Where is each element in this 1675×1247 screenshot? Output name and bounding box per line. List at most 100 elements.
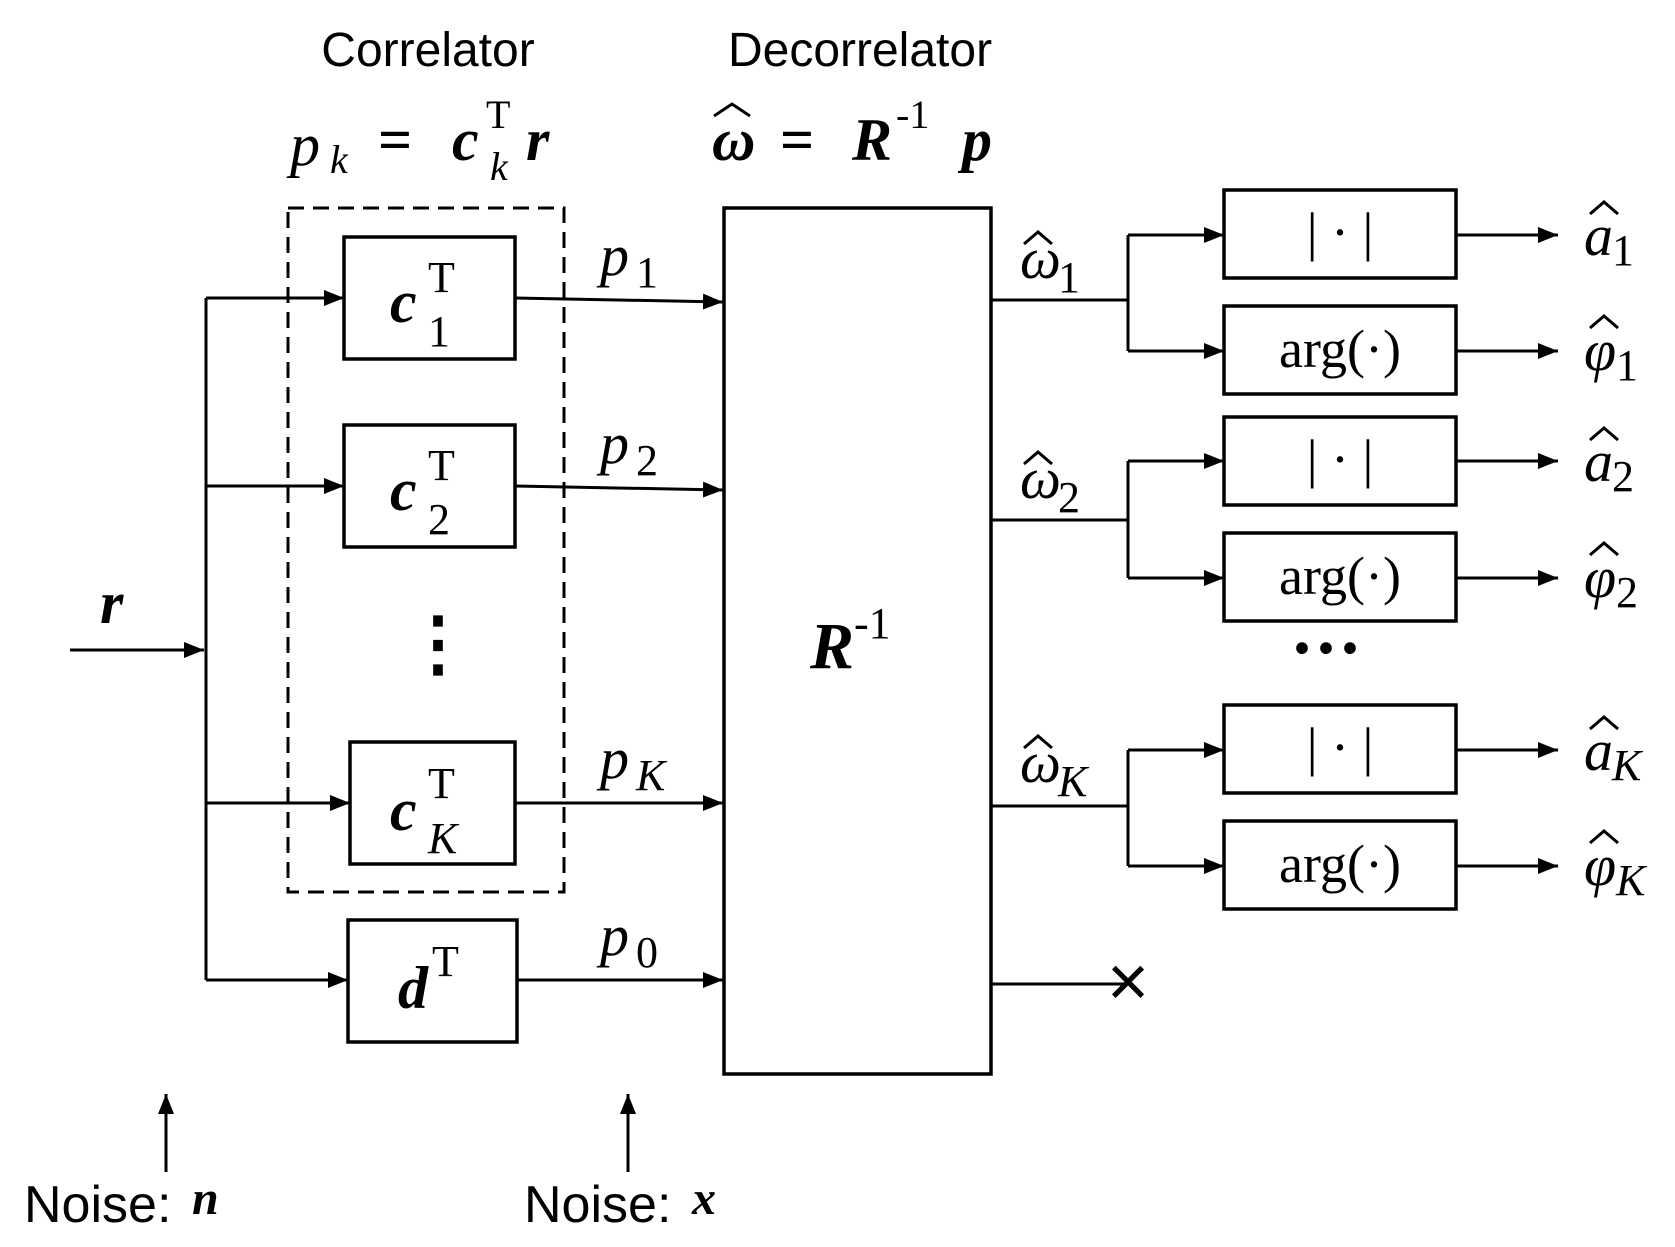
svg-text:x: x xyxy=(691,1172,716,1225)
output-phi2: φ 2 xyxy=(1584,541,1638,617)
correlator-group xyxy=(286,206,566,894)
arg-box-2: arg(·) xyxy=(1222,531,1458,623)
abs-box-1: | · | xyxy=(1222,188,1458,280)
svg-text:K: K xyxy=(1615,856,1648,905)
eq-c-sup: T xyxy=(486,92,510,137)
svg-text:p: p xyxy=(596,411,629,476)
svg-text:2: 2 xyxy=(1058,473,1080,522)
decorrelator-equation: ω = R -1 p xyxy=(712,92,992,173)
svg-text:p: p xyxy=(596,223,629,288)
output-a1: a 1 xyxy=(1584,200,1634,275)
svg-text:1: 1 xyxy=(636,248,658,297)
output-phi1: φ 1 xyxy=(1584,314,1638,390)
input-r-label: r xyxy=(100,570,124,636)
output-phiK: φ K xyxy=(1584,829,1648,905)
wire-p1 xyxy=(514,293,724,310)
label-omegaK: ω K xyxy=(1020,730,1090,806)
svg-text:1: 1 xyxy=(1058,253,1080,302)
decorrelator-sup: -1 xyxy=(854,599,891,648)
svg-text:φ: φ xyxy=(1584,545,1616,610)
svg-text:arg(·): arg(·) xyxy=(1279,834,1401,894)
eq-c: c xyxy=(452,107,479,173)
svg-text:K: K xyxy=(635,751,668,800)
label-p2: p 2 xyxy=(596,411,658,485)
noise-x-label: Noise: x xyxy=(524,1172,716,1234)
svg-text:2: 2 xyxy=(1616,568,1638,617)
correlator-equation: p k = c T k r xyxy=(286,92,550,189)
wire-p2 xyxy=(514,481,724,498)
box1-sub: 1 xyxy=(428,307,450,356)
svg-text:K: K xyxy=(1611,741,1644,790)
svg-text:ω: ω xyxy=(1020,446,1061,511)
output-a2: a 2 xyxy=(1584,426,1634,501)
svg-text:a: a xyxy=(1584,718,1613,783)
correlator-box-2: c T 2 xyxy=(342,423,517,549)
output-aK: a K xyxy=(1584,715,1644,790)
arg-box-1: arg(·) xyxy=(1222,304,1458,396)
correlator-box-1: c T 1 xyxy=(342,235,517,361)
correlator-vdots: ⋮ xyxy=(402,604,474,684)
arg-box-K: arg(·) xyxy=(1222,819,1458,911)
svg-text:K: K xyxy=(1057,757,1090,806)
decorrelator-title: Decorrelator xyxy=(728,24,992,77)
eq-r: r xyxy=(526,107,550,173)
decorrelator-box: R -1 xyxy=(722,206,993,1076)
box1-c: c xyxy=(390,269,417,335)
d-box-d: d xyxy=(398,955,429,1021)
eq-omega: ω xyxy=(712,107,755,173)
decorrelator-R: R xyxy=(809,610,854,683)
label-omega1: ω 1 xyxy=(1020,226,1080,302)
d-box: d T xyxy=(346,918,519,1044)
abs-box-K: | · | xyxy=(1222,703,1458,795)
eq-equals: = xyxy=(378,107,412,173)
label-pK: p K xyxy=(596,726,668,800)
label-p0: p 0 xyxy=(596,903,658,977)
eq-omega-hat xyxy=(713,102,751,118)
boxK-sup: T xyxy=(428,759,455,808)
correlator-title: Correlator xyxy=(321,24,534,77)
svg-text:| · |: | · | xyxy=(1307,717,1374,777)
box2-sub: 2 xyxy=(428,495,450,544)
eq-p-vec: p xyxy=(957,107,992,173)
output-hdots: ··· xyxy=(1290,608,1362,688)
svg-text:2: 2 xyxy=(1612,452,1634,501)
svg-text:Noise:: Noise: xyxy=(24,1176,171,1234)
svg-text:| · |: | · | xyxy=(1307,202,1374,262)
eq-R: R xyxy=(851,107,892,173)
svg-text:φ: φ xyxy=(1584,833,1616,898)
label-p1: p 1 xyxy=(596,223,658,297)
svg-text:0: 0 xyxy=(636,928,658,977)
correlator-box-K: c T K xyxy=(348,740,517,866)
boxK-sub: K xyxy=(427,814,460,863)
boxK-c: c xyxy=(390,777,417,843)
noise-n-label: Noise: n xyxy=(24,1172,219,1234)
svg-text:arg(·): arg(·) xyxy=(1279,546,1401,606)
svg-text:a: a xyxy=(1584,429,1613,494)
eq-p: p xyxy=(286,112,320,178)
eq-equals-2: = xyxy=(780,107,814,173)
svg-text:ω: ω xyxy=(1020,226,1061,291)
svg-text:n: n xyxy=(192,1172,219,1225)
svg-text:2: 2 xyxy=(636,436,658,485)
eq-R-sup: -1 xyxy=(896,92,929,137)
label-omega2: ω 2 xyxy=(1020,446,1080,522)
svg-text:φ: φ xyxy=(1584,318,1616,383)
eq-p-sub: k xyxy=(330,137,349,182)
svg-text:1: 1 xyxy=(1612,226,1634,275)
svg-text:arg(·): arg(·) xyxy=(1279,319,1401,379)
terminator-cross: × xyxy=(1107,942,1149,1022)
svg-text:1: 1 xyxy=(1616,341,1638,390)
box2-c: c xyxy=(390,457,417,523)
svg-text:p: p xyxy=(596,726,629,791)
svg-text:a: a xyxy=(1584,203,1613,268)
abs-box-2: | · | xyxy=(1222,415,1458,507)
d-box-sup: T xyxy=(432,937,459,986)
svg-text:ω: ω xyxy=(1020,730,1061,795)
box2-sup: T xyxy=(428,441,455,490)
box1-sup: T xyxy=(428,253,455,302)
svg-text:p: p xyxy=(596,903,629,968)
svg-text:| · |: | · | xyxy=(1307,429,1374,489)
eq-c-sub: k xyxy=(490,144,509,189)
